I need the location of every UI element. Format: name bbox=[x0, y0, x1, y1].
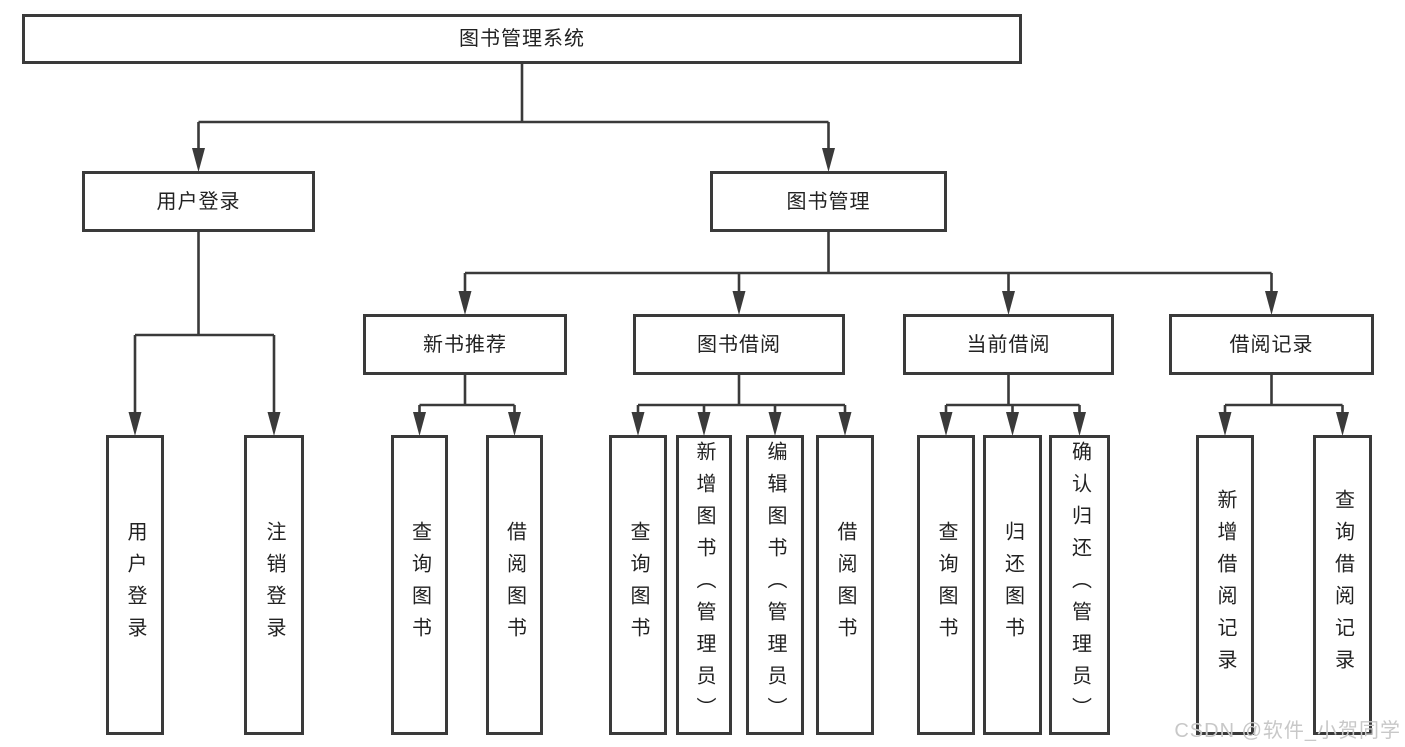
arrowhead-icon bbox=[697, 412, 711, 436]
arrowhead-icon bbox=[1218, 412, 1232, 436]
node-return-books: 归还图书 bbox=[983, 435, 1042, 735]
arrowhead-icon bbox=[1002, 291, 1015, 315]
arrowhead-icon bbox=[822, 148, 835, 172]
arrowhead-icon bbox=[1073, 412, 1086, 436]
node-query-borrow-record: 查询借阅记录 bbox=[1313, 435, 1372, 735]
node-confirm-return-admin: 确认归还（管理员） bbox=[1049, 435, 1110, 735]
node-user-login: 用户登录 bbox=[82, 171, 315, 232]
arrowhead-icon bbox=[458, 291, 472, 315]
node-logout: 注销登录 bbox=[244, 435, 304, 735]
arrowhead-icon bbox=[1336, 412, 1349, 436]
node-label: 编辑图书（管理员） bbox=[764, 441, 786, 729]
arrowhead-icon bbox=[631, 412, 645, 436]
arrowhead-icon bbox=[732, 291, 746, 315]
node-borrow-books-recommend: 借阅图书 bbox=[486, 435, 543, 735]
node-label: 借阅图书 bbox=[834, 521, 856, 649]
arrowhead-icon bbox=[768, 412, 782, 436]
node-query-books-borrowing: 查询图书 bbox=[609, 435, 667, 735]
node-add-borrow-record: 新增借阅记录 bbox=[1196, 435, 1254, 735]
node-borrowing-records: 借阅记录 bbox=[1169, 314, 1374, 375]
node-library-management-system: 图书管理系统 bbox=[22, 14, 1022, 64]
node-label: 注销登录 bbox=[263, 521, 285, 649]
node-current-borrowing: 当前借阅 bbox=[903, 314, 1114, 375]
node-query-books-recommend: 查询图书 bbox=[391, 435, 448, 735]
node-new-book-recommendation: 新书推荐 bbox=[363, 314, 567, 375]
arrowhead-icon bbox=[1265, 291, 1278, 315]
node-label: 确认归还（管理员） bbox=[1068, 441, 1091, 729]
arrowhead-icon bbox=[508, 412, 521, 436]
arrowhead-icon bbox=[267, 412, 281, 436]
arrowhead-icon bbox=[838, 412, 852, 436]
node-add-book-admin: 新增图书（管理员） bbox=[676, 435, 732, 735]
node-label: 新增借阅记录 bbox=[1214, 489, 1236, 681]
node-book-borrowing: 图书借阅 bbox=[633, 314, 845, 375]
node-label: 借阅图书 bbox=[503, 521, 526, 649]
arrowhead-icon bbox=[413, 412, 426, 436]
arrowhead-icon bbox=[192, 148, 205, 172]
node-book-management: 图书管理 bbox=[710, 171, 947, 232]
node-label: 查询图书 bbox=[935, 521, 957, 649]
node-query-books-current: 查询图书 bbox=[917, 435, 975, 735]
node-label: 查询图书 bbox=[627, 521, 649, 649]
node-label: 新增图书（管理员） bbox=[693, 441, 715, 729]
node-label: 用户登录 bbox=[124, 521, 146, 649]
watermark: CSDN @软件_小贺同学 bbox=[1174, 720, 1401, 742]
node-borrow-books-borrowing: 借阅图书 bbox=[816, 435, 874, 735]
node-label: 查询图书 bbox=[408, 521, 431, 649]
node-edit-book-admin: 编辑图书（管理员） bbox=[746, 435, 804, 735]
node-label: 查询借阅记录 bbox=[1331, 489, 1354, 681]
arrowhead-icon bbox=[128, 412, 142, 436]
arrowhead-icon bbox=[939, 412, 953, 436]
node-user-login-leaf: 用户登录 bbox=[106, 435, 164, 735]
node-label: 归还图书 bbox=[1001, 521, 1024, 649]
arrowhead-icon bbox=[1006, 412, 1019, 436]
